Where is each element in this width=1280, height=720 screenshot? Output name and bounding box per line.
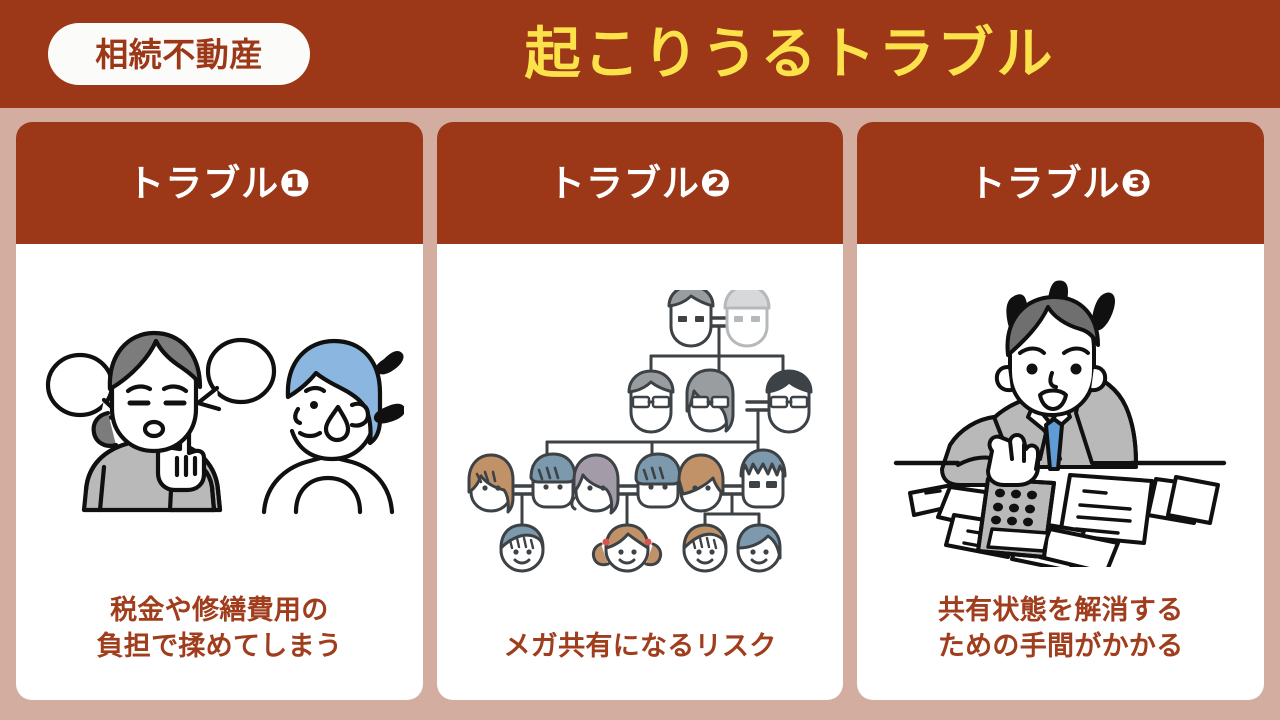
family-member (591, 523, 663, 573)
trouble-card-1-header: トラブル❶ (16, 122, 423, 244)
trouble-card-2[interactable]: トラブル❷ (436, 122, 844, 700)
page-title: 起こりうるトラブル (340, 0, 1240, 108)
trouble-card-3-caption: 共有状態を解消する ための手間がかかる (937, 594, 1184, 661)
family-member (529, 452, 577, 509)
trouble-card-2-body: メガ共有になるリスク (437, 244, 844, 700)
trouble-card-1-header-label: トラブル❶ (127, 162, 312, 204)
trouble-card-3-header-label: トラブル❸ (968, 162, 1153, 204)
family-member (499, 523, 545, 573)
trouble-card-2-header: トラブル❷ (436, 122, 844, 244)
trouble-card-list: トラブル❶ (16, 122, 1265, 700)
family-tree-illustration (455, 252, 826, 628)
family-member (682, 523, 728, 573)
family-member (739, 448, 787, 509)
trouble-card-1-caption: 税金や修繕費用の 負担で揉めてしまう (96, 594, 343, 661)
trouble-card-2-caption: メガ共有になるリスク (503, 630, 777, 661)
page-title-text: 起こりうるトラブル (524, 22, 1056, 85)
trouble-card-3-header: トラブル❸ (857, 122, 1265, 244)
stressed-man-paperwork-illustration (875, 252, 1246, 592)
family-member (765, 369, 813, 434)
family-member (634, 452, 682, 509)
trouble-card-3-body: 共有状態を解消する ための手間がかかる (857, 244, 1264, 700)
trouble-card-1[interactable]: トラブル❶ (16, 122, 423, 700)
family-member (627, 369, 675, 434)
family-member (736, 523, 782, 573)
trouble-card-2-header-label: トラブル❷ (547, 162, 733, 204)
family-member (570, 453, 620, 515)
header-bar: 相続不動産 起こりうるトラブル (0, 0, 1280, 108)
family-member (723, 289, 771, 348)
trouble-card-1-body: 税金や修繕費用の 負担で揉めてしまう (16, 244, 423, 700)
trouble-card-3[interactable]: トラブル❸ (857, 122, 1265, 700)
family-member (685, 368, 735, 433)
two-people-arguing-illustration (34, 252, 405, 592)
family-member (667, 289, 715, 348)
family-member (677, 453, 725, 513)
category-badge-label: 相続不動産 (95, 35, 263, 73)
category-badge: 相続不動産 (48, 23, 310, 85)
family-member (467, 453, 515, 514)
